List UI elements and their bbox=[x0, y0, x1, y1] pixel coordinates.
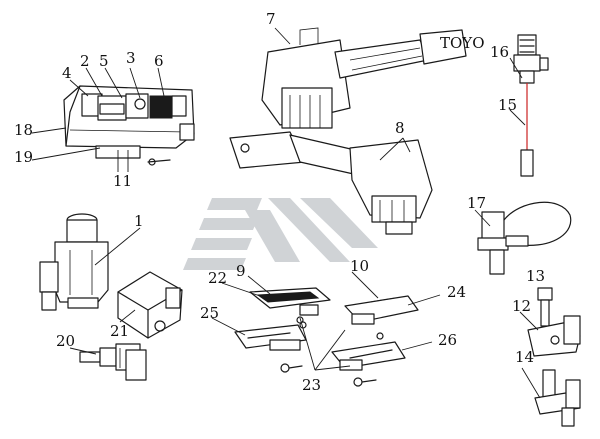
callout-2: 2 bbox=[80, 52, 90, 70]
switch-panel-assembly bbox=[63, 85, 195, 166]
part-13-bolt bbox=[537, 287, 553, 327]
callout-13: 13 bbox=[526, 267, 545, 285]
callout-26: 26 bbox=[438, 331, 457, 349]
part-7-combination-switch bbox=[261, 27, 467, 129]
callout-23: 23 bbox=[302, 376, 321, 394]
callout-12: 12 bbox=[512, 297, 531, 315]
callout-18: 18 bbox=[14, 121, 33, 139]
callout-16: 16 bbox=[490, 43, 509, 61]
part-1-switch bbox=[39, 213, 109, 311]
part-16-sensor bbox=[513, 34, 549, 177]
watermark-logo bbox=[183, 198, 378, 270]
part-7-label-text: TOYO bbox=[440, 34, 485, 52]
callout-7: 7 bbox=[266, 10, 276, 28]
part-21-relay bbox=[117, 271, 183, 339]
callout-5: 5 bbox=[99, 52, 109, 70]
callout-24: 24 bbox=[447, 283, 466, 301]
part-12-bracket bbox=[527, 315, 581, 357]
callout-21: 21 bbox=[110, 322, 129, 340]
part-17-sensor bbox=[477, 201, 572, 275]
part-25-switch bbox=[234, 324, 307, 351]
callout-4: 4 bbox=[62, 64, 72, 82]
callout-19: 19 bbox=[14, 148, 33, 166]
callout-20: 20 bbox=[56, 332, 75, 350]
part-10-switch bbox=[344, 295, 419, 325]
part-23-screws bbox=[280, 316, 384, 387]
callout-15: 15 bbox=[498, 96, 517, 114]
callout-8: 8 bbox=[395, 119, 405, 137]
callout-3: 3 bbox=[126, 49, 136, 67]
callout-25: 25 bbox=[200, 304, 219, 322]
part-26-switch bbox=[331, 341, 406, 371]
callout-labels: 1 2 3 4 5 6 7 8 9 10 11 12 13 14 15 16 1… bbox=[14, 10, 545, 394]
callout-17: 17 bbox=[467, 194, 486, 212]
part-9-switch bbox=[249, 287, 331, 329]
callout-14: 14 bbox=[515, 348, 534, 366]
part-14-bracket bbox=[534, 369, 581, 427]
part-20-sensor bbox=[79, 343, 147, 381]
part-8-combination-switch bbox=[229, 131, 433, 235]
callout-1: 1 bbox=[134, 212, 144, 230]
callout-22: 22 bbox=[208, 269, 227, 287]
callout-9: 9 bbox=[236, 262, 246, 280]
callout-6: 6 bbox=[154, 52, 164, 70]
callout-10: 10 bbox=[350, 257, 369, 275]
callout-11: 11 bbox=[113, 172, 132, 190]
